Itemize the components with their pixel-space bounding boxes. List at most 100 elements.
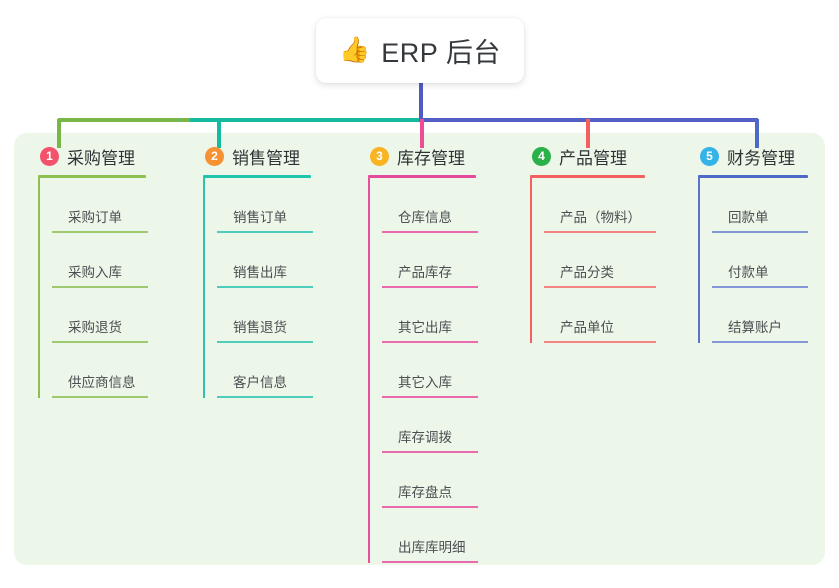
leaf-item[interactable]: 其它出库 — [382, 288, 478, 343]
leaf-item-rule — [382, 451, 478, 453]
branch-column-3: 3 库存管理仓库信息产品库存其它出库其它入库库存调拨库存盘点出库库明细 — [368, 143, 478, 563]
leaf-item-rule — [544, 286, 656, 288]
leaf-item-label: 其它入库 — [398, 375, 452, 390]
leaf-item-label: 销售出库 — [233, 265, 287, 280]
leaf-item[interactable]: 客户信息 — [217, 343, 313, 398]
leaf-item[interactable]: 库存调拨 — [382, 398, 478, 453]
leaf-item-label: 仓库信息 — [398, 210, 452, 225]
branch-rule-1 — [38, 175, 146, 178]
leaf-item-rule — [217, 286, 313, 288]
branch-column-4: 4 产品管理产品（物料） 产品分类产品单位 — [530, 143, 656, 343]
leaf-item-label: 产品（物料） — [560, 210, 641, 225]
branch-rule-3 — [368, 175, 476, 178]
branch-title-5: 财务管理 — [727, 148, 795, 168]
branch-items-5: 回款单付款单结算账户 — [698, 178, 808, 343]
branch-spine-4 — [530, 178, 532, 343]
leaf-item[interactable]: 其它入库 — [382, 343, 478, 398]
leaf-item-rule — [52, 286, 148, 288]
leaf-item[interactable]: 结算账户 — [712, 288, 808, 343]
leaf-item-label: 回款单 — [728, 210, 769, 225]
leaf-item-rule — [382, 286, 478, 288]
branch-badge-3: 3 — [370, 146, 389, 166]
leaf-item-label: 产品单位 — [560, 320, 614, 335]
leaf-item[interactable]: 回款单 — [712, 178, 808, 233]
leaf-item[interactable]: 采购退货 — [52, 288, 148, 343]
leaf-item[interactable]: 销售订单 — [217, 178, 313, 233]
leaf-item-rule — [712, 231, 808, 233]
branch-badge-5: 5 — [700, 146, 719, 166]
leaf-item[interactable]: 产品（物料） — [544, 178, 656, 233]
leaf-item-rule — [52, 396, 148, 398]
branch-header-3[interactable]: 3 库存管理 — [368, 143, 476, 169]
branch-items-3: 仓库信息产品库存其它出库其它入库库存调拨库存盘点出库库明细 — [368, 178, 478, 563]
branch-spine-2 — [203, 178, 205, 398]
leaf-item-label: 出库库明细 — [398, 540, 466, 555]
branch-column-5: 5 财务管理回款单付款单结算账户 — [698, 143, 808, 343]
leaf-item-rule — [382, 231, 478, 233]
branch-header-2[interactable]: 2 销售管理 — [203, 143, 311, 169]
leaf-item-label: 销售订单 — [233, 210, 287, 225]
leaf-item[interactable]: 采购订单 — [52, 178, 148, 233]
leaf-item-label: 付款单 — [728, 265, 769, 280]
branch-items-1: 采购订单采购入库采购退货供应商信息 — [38, 178, 148, 398]
root-node[interactable]: 👍 ERP 后台 — [316, 18, 524, 83]
leaf-item-rule — [544, 341, 656, 343]
leaf-item[interactable]: 采购入库 — [52, 233, 148, 288]
branch-items-2: 销售订单销售出库销售退货客户信息 — [203, 178, 313, 398]
branch-column-1: 1 采购管理采购订单采购入库采购退货供应商信息 — [38, 143, 148, 398]
branch-rule-5 — [698, 175, 808, 178]
leaf-item-label: 产品分类 — [560, 265, 614, 280]
leaf-item-rule — [217, 231, 313, 233]
leaf-item[interactable]: 供应商信息 — [52, 343, 148, 398]
leaf-item[interactable]: 仓库信息 — [382, 178, 478, 233]
leaf-item-rule — [712, 286, 808, 288]
leaf-item-label: 采购订单 — [68, 210, 122, 225]
branch-rule-4 — [530, 175, 645, 178]
leaf-item[interactable]: 付款单 — [712, 233, 808, 288]
leaf-item-rule — [52, 341, 148, 343]
leaf-item-label: 销售退货 — [233, 320, 287, 335]
leaf-item-label: 库存调拨 — [398, 430, 452, 445]
branch-rule-2 — [203, 175, 311, 178]
leaf-item[interactable]: 产品库存 — [382, 233, 478, 288]
branch-header-4[interactable]: 4 产品管理 — [530, 143, 645, 169]
branch-badge-1: 1 — [40, 146, 59, 166]
leaf-item-label: 结算账户 — [728, 320, 782, 335]
leaf-item-rule — [217, 396, 313, 398]
leaf-item[interactable]: 库存盘点 — [382, 453, 478, 508]
leaf-item-label: 其它出库 — [398, 320, 452, 335]
leaf-item-rule — [217, 341, 313, 343]
branch-spine-3 — [368, 178, 370, 563]
branch-spine-5 — [698, 178, 700, 343]
root-title: ERP 后台 — [381, 38, 501, 68]
leaf-item-rule — [382, 506, 478, 508]
branch-badge-4: 4 — [532, 146, 551, 166]
leaf-item[interactable]: 产品分类 — [544, 233, 656, 288]
leaf-item-rule — [52, 231, 148, 233]
leaf-item-rule — [382, 396, 478, 398]
branch-column-2: 2 销售管理销售订单销售出库销售退货客户信息 — [203, 143, 313, 398]
leaf-item-label: 客户信息 — [233, 375, 287, 390]
leaf-item-label: 供应商信息 — [68, 375, 136, 390]
branch-title-4: 产品管理 — [559, 148, 627, 168]
leaf-item-rule — [544, 231, 656, 233]
thumbs-up-icon: 👍 — [339, 36, 371, 64]
leaf-item[interactable]: 销售出库 — [217, 233, 313, 288]
branch-header-5[interactable]: 5 财务管理 — [698, 143, 808, 169]
leaf-item-rule — [712, 341, 808, 343]
diagram-background-panel — [14, 133, 825, 565]
branch-title-1: 采购管理 — [67, 148, 135, 168]
leaf-item[interactable]: 出库库明细 — [382, 508, 478, 563]
leaf-item-label: 采购退货 — [68, 320, 122, 335]
branch-title-2: 销售管理 — [232, 148, 300, 168]
leaf-item-rule — [382, 561, 478, 563]
branch-header-1[interactable]: 1 采购管理 — [38, 143, 146, 169]
branch-items-4: 产品（物料） 产品分类产品单位 — [530, 178, 656, 343]
leaf-item[interactable]: 销售退货 — [217, 288, 313, 343]
leaf-item-label: 库存盘点 — [398, 485, 452, 500]
branch-badge-2: 2 — [205, 146, 224, 166]
leaf-item[interactable]: 产品单位 — [544, 288, 656, 343]
branch-title-3: 库存管理 — [397, 148, 465, 168]
